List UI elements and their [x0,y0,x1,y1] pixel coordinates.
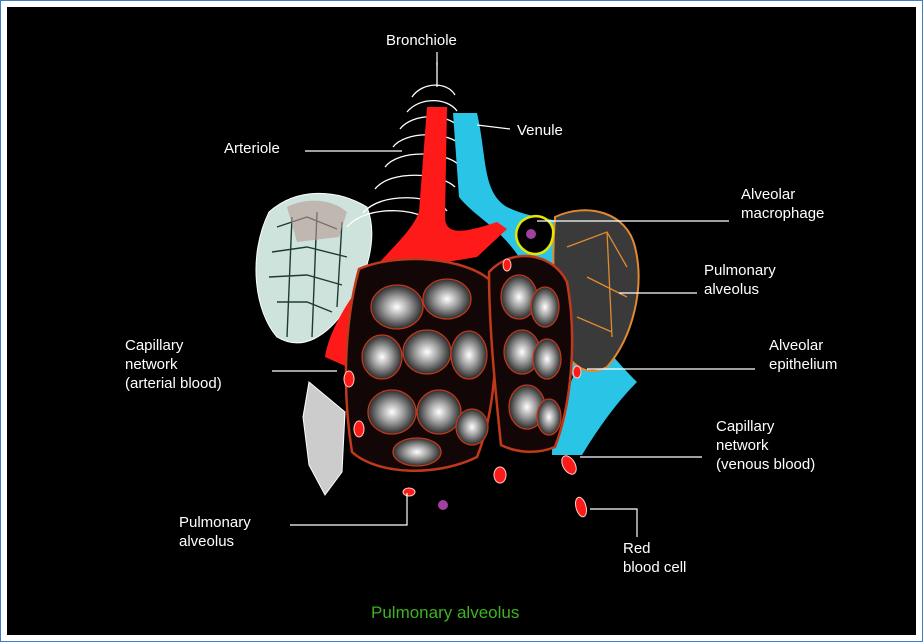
diagram-canvas: Bronchiole Venule Arteriole Alveolar mac… [7,7,916,635]
label-bronchiole: Bronchiole [386,31,457,50]
label-capillary-arterial: Capillary network (arterial blood) [125,336,222,393]
label-pulmonary-alveolus-bottom: Pulmonary alveolus [179,513,251,551]
label-capillary-venous: Capillary network (venous blood) [716,417,815,474]
macrophage-nucleus-bottom [438,500,448,510]
figure-caption: Pulmonary alveolus [371,603,519,623]
label-red-blood-cell: Red blood cell [623,539,686,577]
label-alveolar-epithelium: Alveolar epithelium [769,336,837,374]
pleural-wedge [303,382,345,495]
label-arteriole: Arteriole [224,139,280,158]
alveolar-macrophage-cell [516,216,553,254]
alveolus-illustration [7,7,916,635]
alveolar-sac-cluster [346,256,572,471]
label-venule: Venule [517,121,563,140]
label-alveolar-macrophage: Alveolar macrophage [741,185,824,223]
label-pulmonary-alveolus-right: Pulmonary alveolus [704,261,776,299]
